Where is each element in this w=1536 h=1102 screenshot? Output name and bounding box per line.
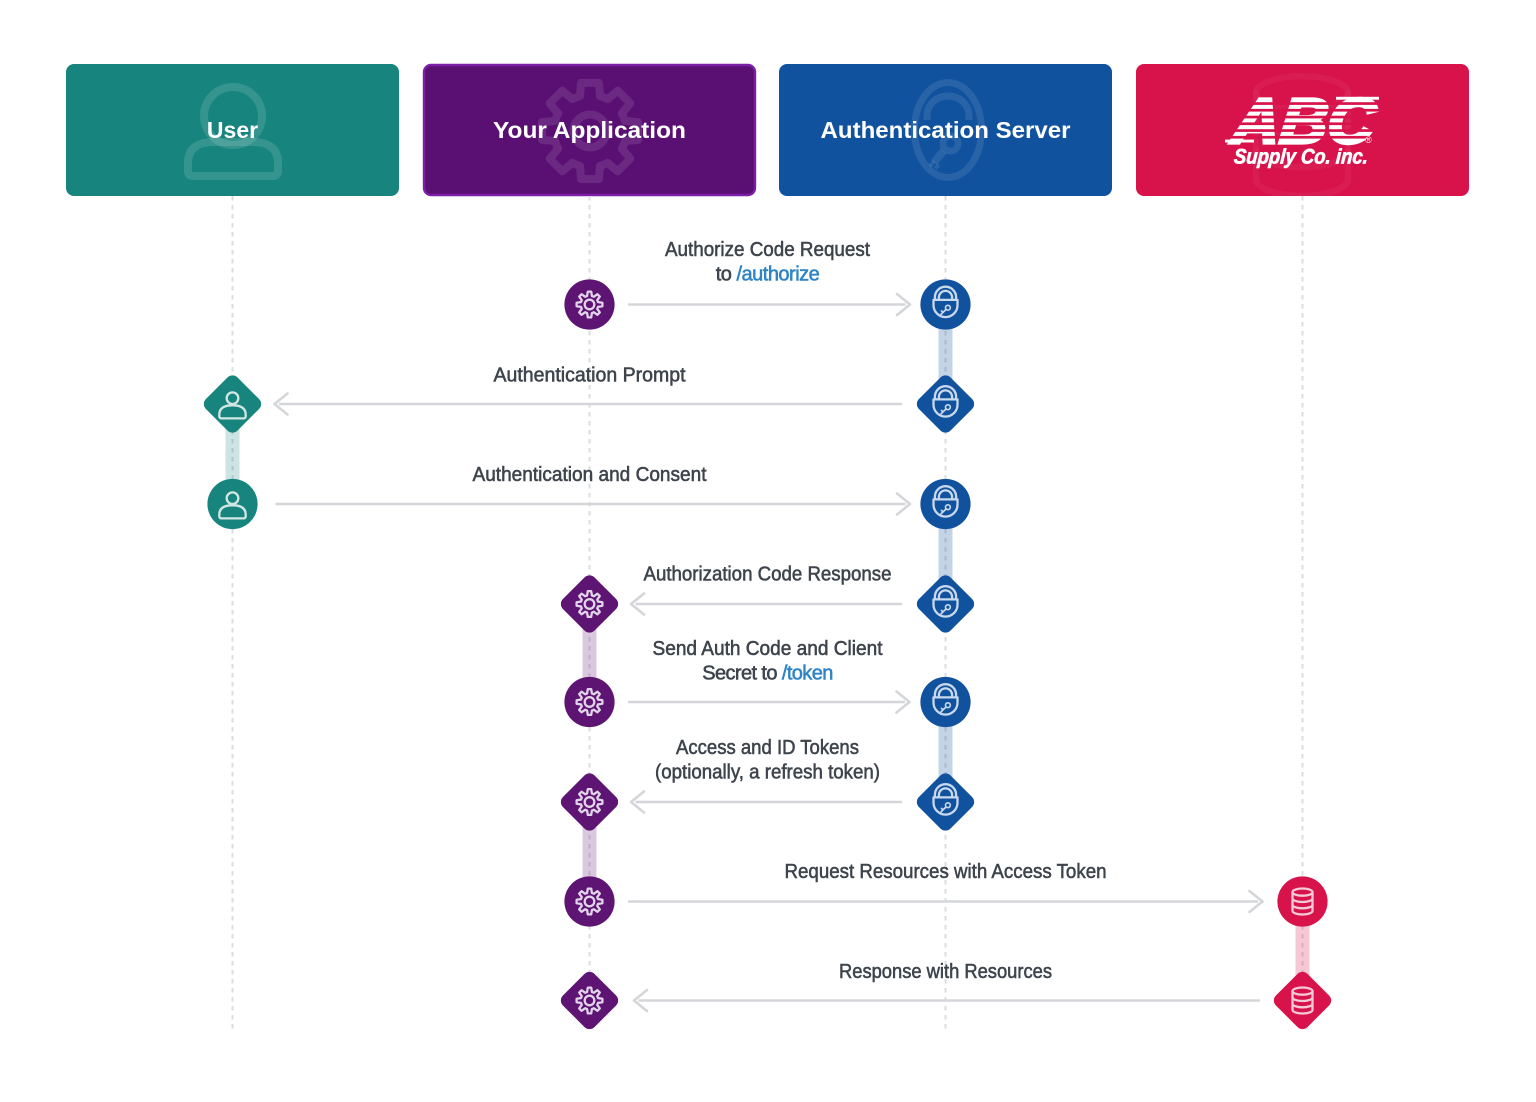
svg-text:(optionally, a refresh token): (optionally, a refresh token) [655, 762, 880, 784]
svg-text:Response with Resources: Response with Resources [839, 961, 1052, 983]
svg-text:Request Resources with Access: Request Resources with Access Token [785, 861, 1107, 883]
svg-text:to /authorize: to /authorize [716, 264, 820, 286]
svg-text:User: User [207, 117, 258, 143]
svg-text:Send Auth Code and Client: Send Auth Code and Client [653, 638, 883, 660]
svg-text:®: ® [1365, 135, 1372, 145]
svg-text:Your Application: Your Application [493, 117, 686, 143]
svg-text:Authorization Code Response: Authorization Code Response [644, 564, 892, 586]
svg-text:Authorize Code Request: Authorize Code Request [665, 239, 870, 261]
svg-text:Authentication Prompt: Authentication Prompt [494, 365, 686, 387]
svg-text:Supply Co. inc.: Supply Co. inc. [1233, 146, 1369, 169]
svg-text:ABC: ABC [1227, 85, 1380, 157]
svg-text:Secret to /token: Secret to /token [702, 663, 833, 685]
svg-text:Authentication Server: Authentication Server [821, 117, 1071, 143]
svg-text:Access and ID Tokens: Access and ID Tokens [676, 737, 859, 759]
svg-text:Authentication and Consent: Authentication and Consent [473, 464, 707, 486]
